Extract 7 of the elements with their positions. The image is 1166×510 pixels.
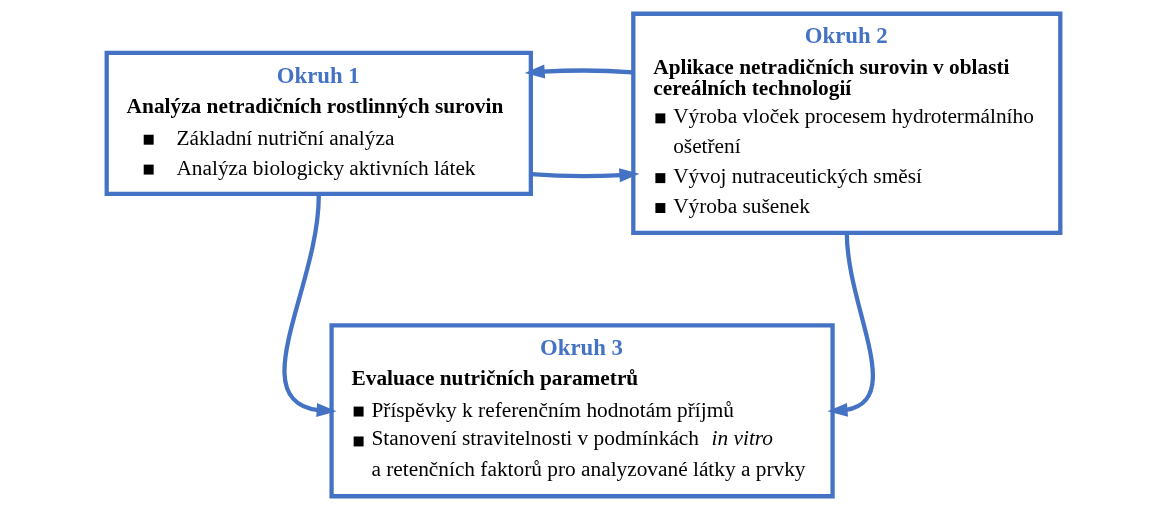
arrow <box>827 232 875 417</box>
node-box: Okruh 1 Analýza netradičních rostlinných surovin Základní nutriční analýza Analýza biologicky aktivních látek <box>104 50 533 196</box>
node-box: Okruh 3 Evaluace nutričních parametrů Příspěvky k referenčním hodnotám příjmů Stanovení stravitelnosti v podmínkách in vitro a retenčních faktorů pro analyzované látky a prvky <box>328 323 835 499</box>
node-box: Okruh 2 Aplikace netradičních surovin v oblasti cereálních technologií Výroba vloček procesem hydrotermálního ošetření Vývoj nutraceutických směsí Výroba sušenek <box>630 11 1062 236</box>
arrow <box>281 195 337 418</box>
arrow <box>530 168 639 183</box>
arrow <box>524 64 633 79</box>
